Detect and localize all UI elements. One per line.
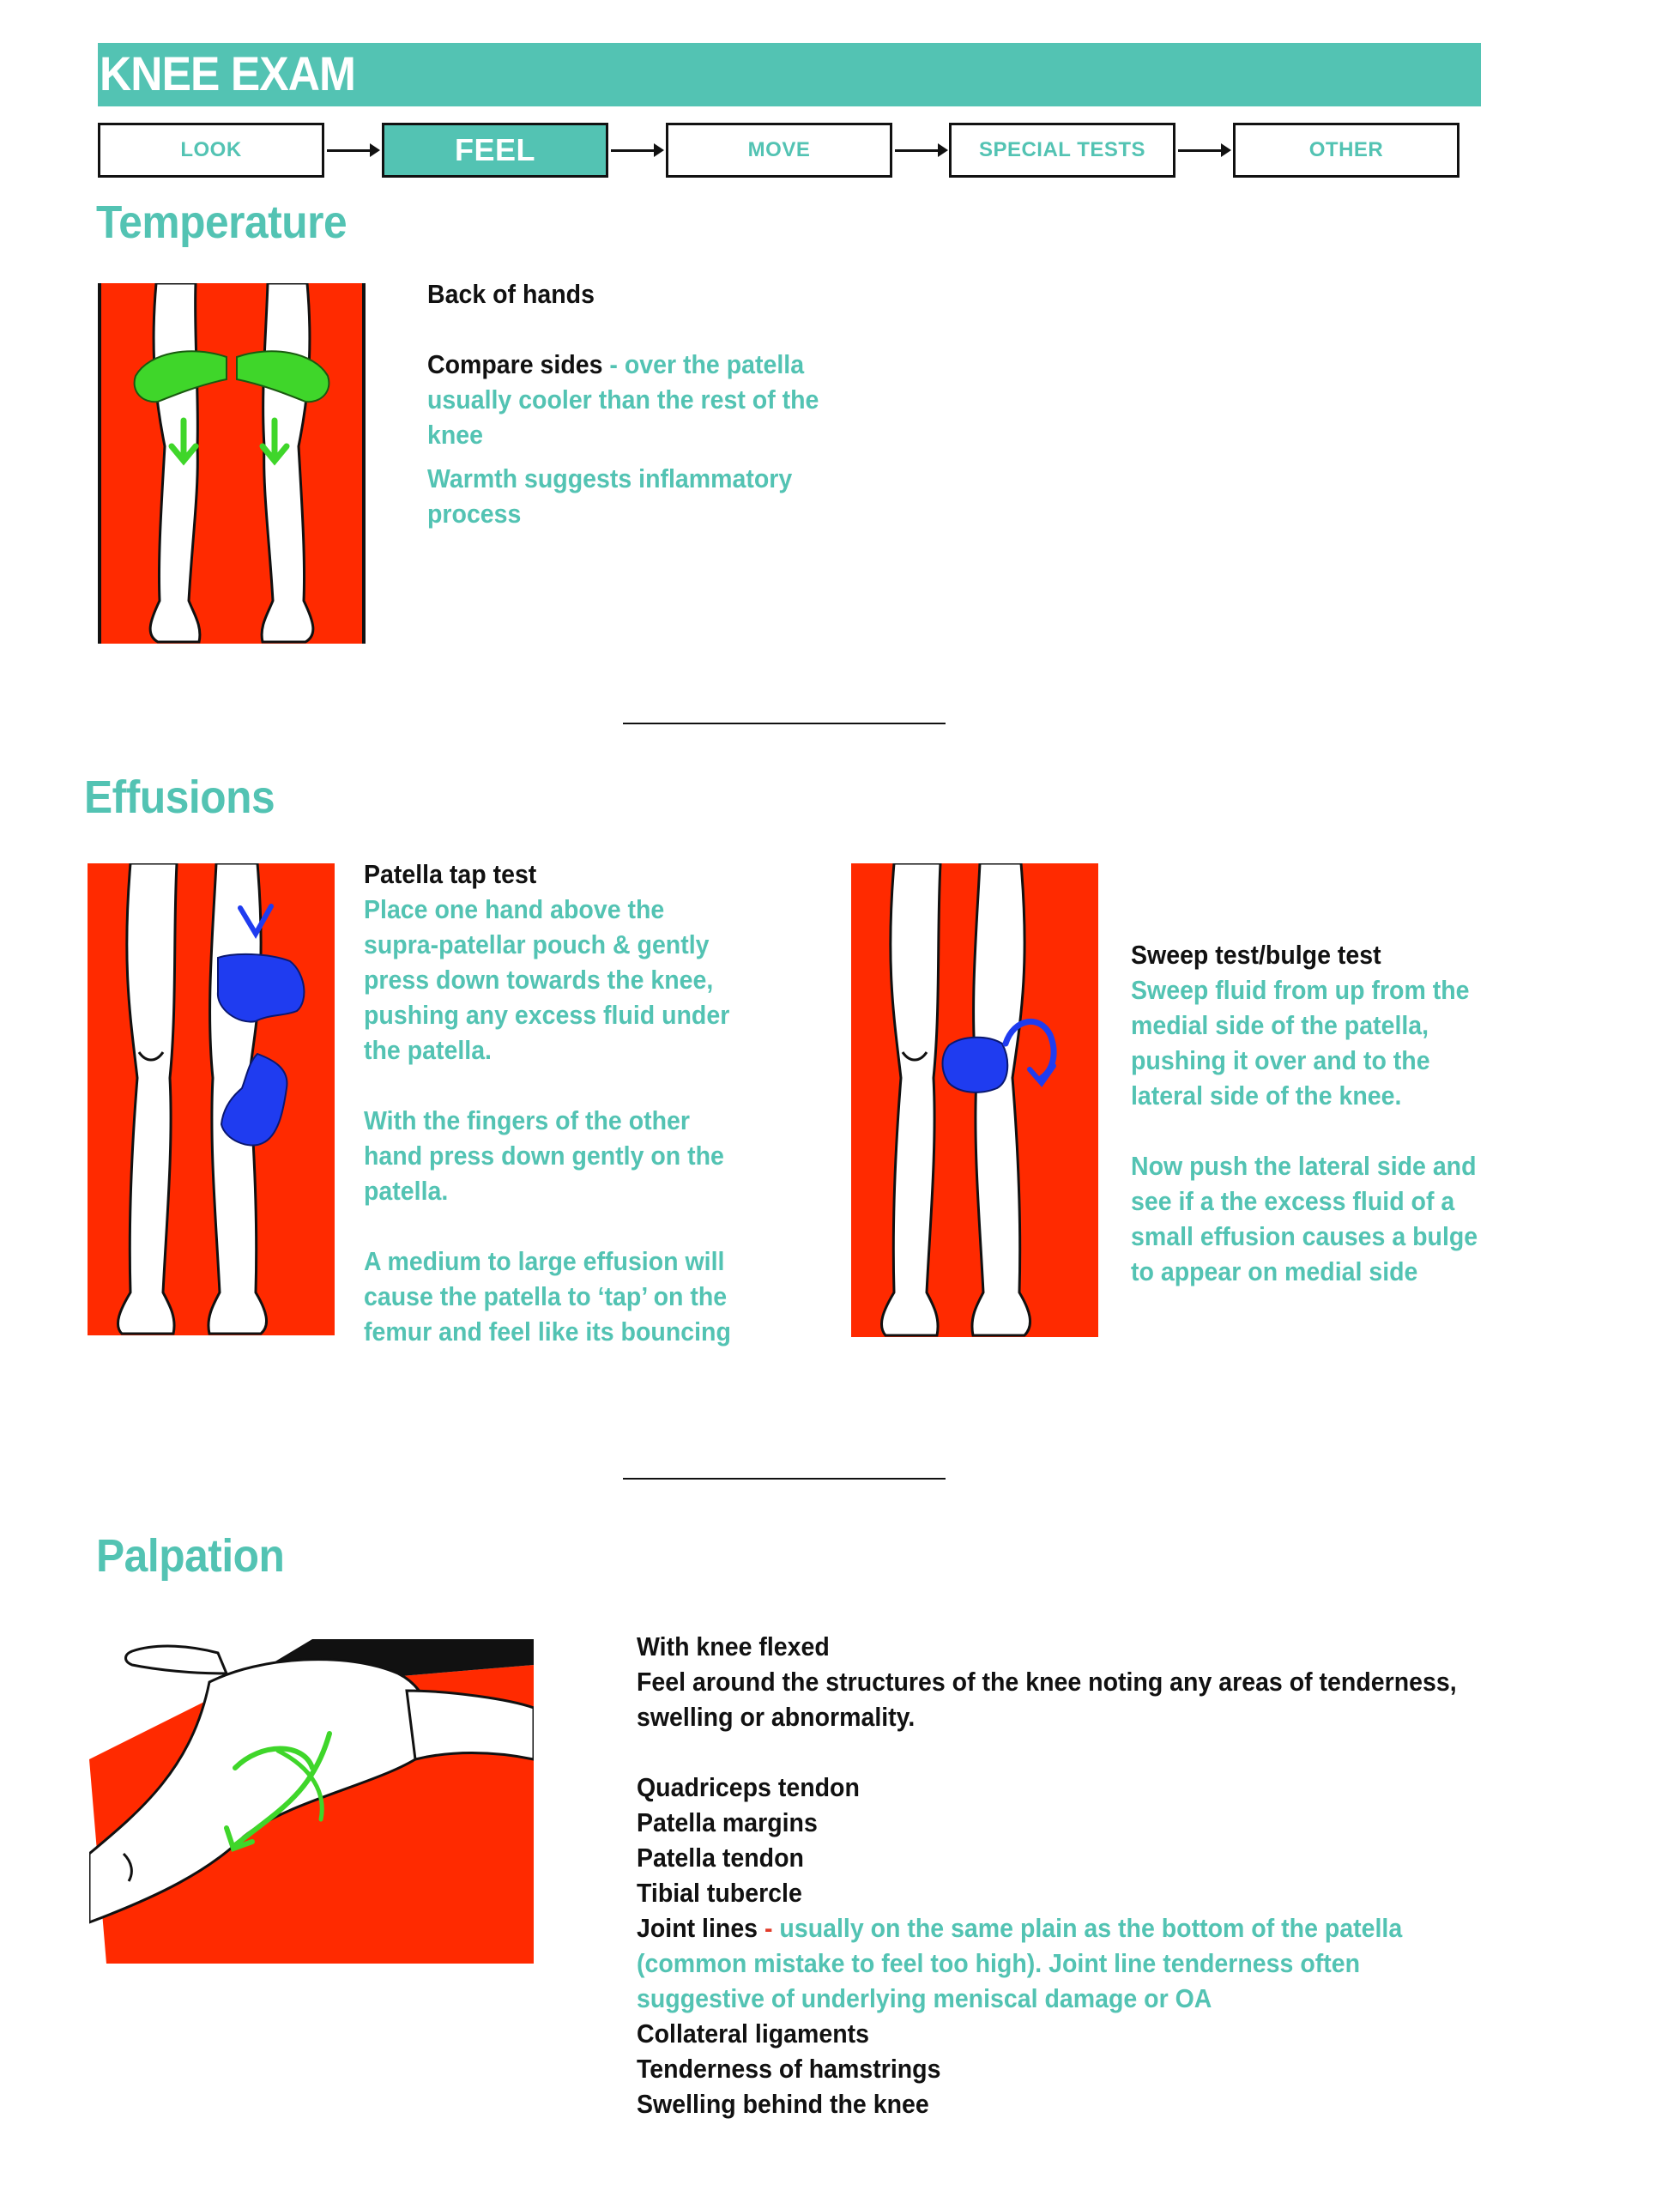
temperature-heading: Temperature <box>96 197 347 248</box>
patella-tap-title: Patella tap test <box>364 859 537 889</box>
arrow-head-icon <box>938 143 948 157</box>
palpation-text: With knee flexed Feel around the structu… <box>637 1629 1490 2121</box>
palpation-item: Patella margins <box>637 1807 818 1837</box>
joint-lines-separator: - <box>758 1913 780 1943</box>
step-arrow <box>895 149 938 152</box>
flexed-knee-palpation-illustration <box>89 1639 534 1964</box>
title-banner: KNEE EXAM <box>98 43 1481 106</box>
patella-tap-text: Patella tap test Place one hand above th… <box>364 856 734 1349</box>
palpation-item: Collateral ligaments <box>637 2018 870 2049</box>
palpation-intro-title: With knee flexed <box>637 1631 830 1661</box>
page-title: KNEE EXAM <box>100 46 356 100</box>
temperature-text: Back of hands Compare sides - over the p… <box>427 276 837 531</box>
temperature-warmth-note: Warmth suggests inflammatory process <box>427 463 793 529</box>
patella-tap-step-1: Place one hand above the supra-patellar … <box>364 894 730 1065</box>
step-other[interactable]: OTHER <box>1233 123 1459 178</box>
compare-sides-separator: - <box>602 349 625 379</box>
patella-tap-result: A medium to large effusion will cause th… <box>364 1246 731 1347</box>
sweep-test-step-2: Now push the lateral side and see if a t… <box>1131 1151 1478 1286</box>
step-special-tests[interactable]: SPECIAL TESTS <box>949 123 1175 178</box>
section-divider <box>623 1478 946 1480</box>
palpation-item: Swelling behind the knee <box>637 2089 929 2119</box>
sweep-test-step-1: Sweep fluid from up from the medial side… <box>1131 975 1470 1111</box>
step-move[interactable]: MOVE <box>666 123 892 178</box>
sweep-test-title: Sweep test/bulge test <box>1131 940 1381 970</box>
step-feel[interactable]: FEEL <box>382 123 608 178</box>
step-look[interactable]: LOOK <box>98 123 324 178</box>
palpation-item-joint-lines: Joint lines - usually on the same plain … <box>637 1910 1490 2016</box>
compare-sides-note: over the patella usually cooler than the… <box>427 349 819 450</box>
sweep-test-text: Sweep test/bulge test Sweep fluid from u… <box>1131 937 1502 1289</box>
patella-tap-illustration <box>88 863 335 1335</box>
sweep-test-illustration <box>851 863 1098 1337</box>
step-arrow <box>611 149 654 152</box>
step-arrow <box>327 149 370 152</box>
arrow-head-icon <box>370 143 380 157</box>
section-divider <box>623 723 946 724</box>
palpation-item: Patella tendon <box>637 1843 804 1873</box>
joint-lines-label: Joint lines <box>637 1913 758 1943</box>
patella-tap-step-2: With the fingers of the other hand press… <box>364 1105 724 1206</box>
temperature-compare-sides: Compare sides - over the patella usually… <box>427 347 837 452</box>
arrow-head-icon <box>1221 143 1231 157</box>
palpation-item: Quadriceps tendon <box>637 1772 860 1802</box>
step-arrow <box>1178 149 1221 152</box>
palpation-heading: Palpation <box>96 1530 285 1582</box>
arrow-head-icon <box>654 143 664 157</box>
effusions-heading: Effusions <box>84 772 275 823</box>
joint-lines-note: usually on the same plain as the bottom … <box>637 1913 1403 2013</box>
temperature-line-back-of-hands: Back of hands <box>427 279 595 309</box>
legs-green-hands-illustration <box>98 283 366 644</box>
compare-sides-label: Compare sides <box>427 349 603 379</box>
palpation-intro-text: Feel around the structures of the knee n… <box>637 1667 1457 1732</box>
palpation-item: Tibial tubercle <box>637 1878 802 1908</box>
palpation-item: Tenderness of hamstrings <box>637 2054 941 2084</box>
